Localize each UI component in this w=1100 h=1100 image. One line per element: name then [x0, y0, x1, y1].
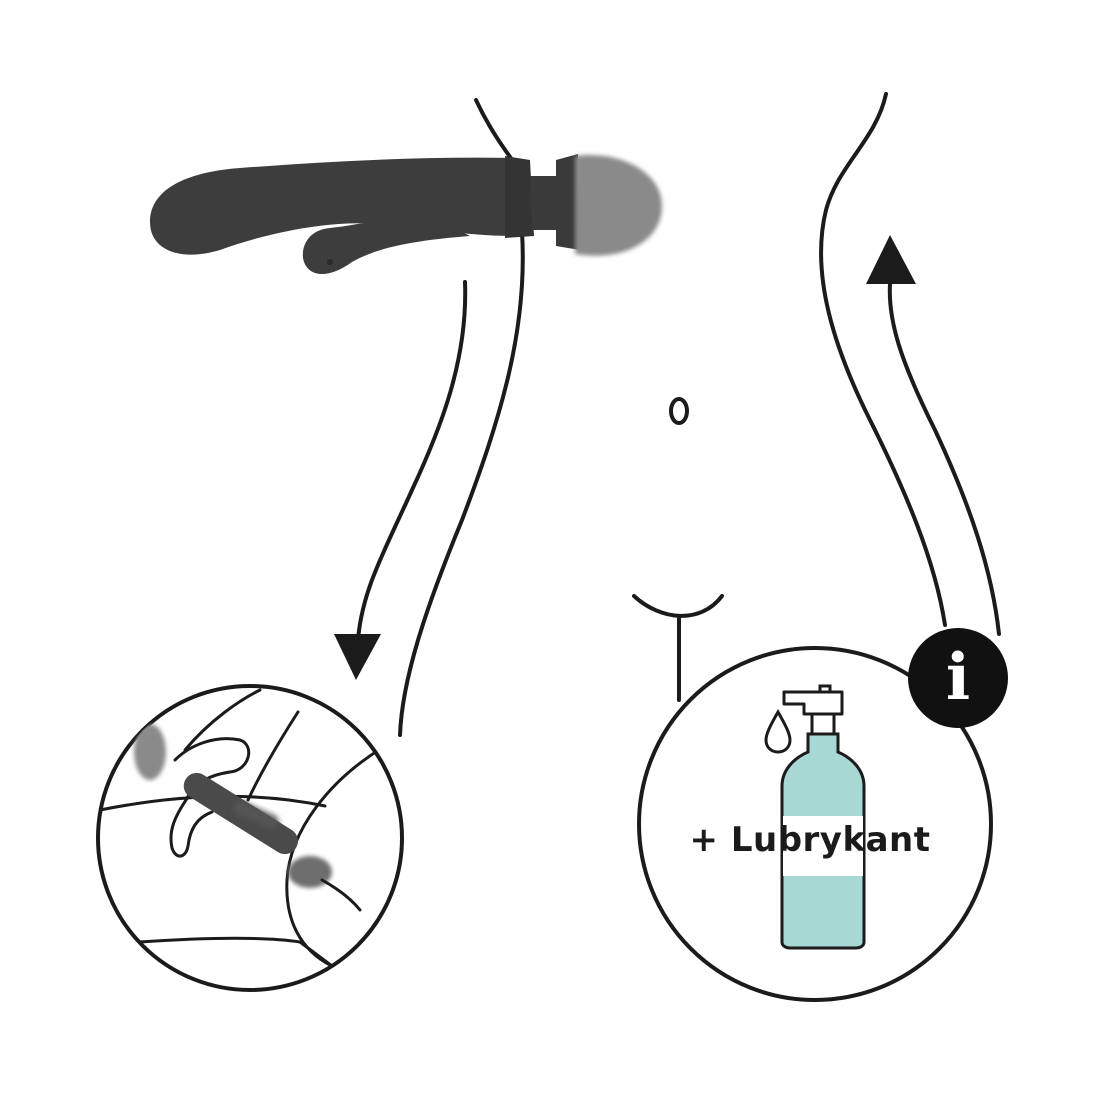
lubricant-inset	[637, 646, 993, 1002]
inset-hand	[169, 737, 251, 858]
lubricant-pump-head	[782, 690, 844, 716]
info-icon: i	[945, 640, 971, 715]
device-tip-mark	[327, 259, 333, 265]
pubic-curve	[632, 594, 724, 618]
inset-arm-line-2	[246, 710, 300, 802]
navel	[669, 397, 689, 425]
arrow-down-shaft	[356, 280, 468, 642]
right-body-contour	[819, 92, 947, 627]
device-neck	[530, 176, 560, 230]
device-rabbit-arm	[302, 215, 470, 274]
arrow-up-head	[866, 235, 916, 284]
usage-inset	[96, 684, 404, 992]
lubricant-pump-neck	[810, 712, 836, 736]
arrow-up-shaft	[887, 282, 1001, 636]
arrow-up	[866, 235, 1001, 636]
inset-device-head	[134, 724, 166, 780]
inset-leg-line	[320, 878, 362, 912]
device-base	[556, 154, 580, 250]
device-head	[575, 155, 662, 256]
inset-floor-line	[138, 936, 334, 968]
device-shaft	[150, 157, 515, 255]
lubricant-pump-cap	[818, 684, 832, 694]
device-collar	[505, 156, 534, 238]
arrow-down-head	[334, 634, 381, 680]
inset-arm-line	[183, 688, 262, 752]
device-illustration	[150, 154, 662, 274]
lubricant-label-band	[783, 816, 863, 876]
lubricant-drop-icon	[764, 708, 792, 754]
usage-inset-frame	[96, 684, 404, 992]
lubricant-label: + Lubrykant	[689, 820, 931, 860]
arrow-down	[334, 280, 468, 680]
inset-device-arm	[233, 801, 279, 829]
info-badge	[908, 628, 1008, 728]
